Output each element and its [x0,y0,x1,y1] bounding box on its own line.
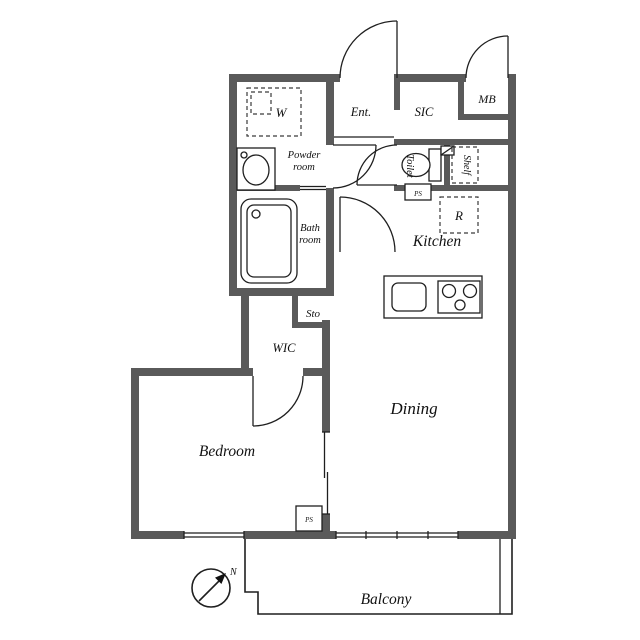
dining-window [335,531,459,539]
vanity-sink-icon [236,147,276,191]
windows [183,531,459,539]
powder-room-label-line1: Powder [287,150,322,161]
shelf-space-icon [451,146,479,184]
kitchen-counter-icon [383,275,483,319]
shoe-in-closet-label: SIC [415,105,434,119]
doors [252,20,509,515]
bedroom-sliding-door [322,431,330,515]
stove-icon [437,280,481,314]
wic-door [252,375,304,427]
bath-room-label-line2: room [299,235,321,246]
pipe-space-1-label: PS [413,190,422,198]
dining-label: Dining [389,399,437,418]
kitchen-label: Kitchen [412,233,461,250]
washer-label: W [276,105,288,120]
walk-in-closet-label: WIC [273,341,297,355]
meter-box-label: MB [477,92,496,106]
kitchen-hall-door [339,196,396,253]
refrigerator-label: R [454,208,463,223]
bedroom-window [183,531,245,539]
powder-room-label-line2: room [293,162,315,173]
bathtub-icon [240,198,298,284]
entrance-label: Ent. [350,105,371,119]
compass-north-label: N [229,567,238,578]
fridge-space-icon [439,196,479,234]
labels: Ent. SIC MB W Powder room Toilet Shelf B… [199,92,496,608]
balcony-label: Balcony [361,591,412,608]
fixtures [236,87,483,532]
toilet-door [356,144,398,186]
kitchen-sink-icon [391,282,427,312]
shelf-label: Shelf [461,155,472,176]
bedroom-label: Bedroom [199,443,255,460]
storage-label: Sto [306,308,321,320]
balcony-outline [244,539,513,615]
powder-room-door [332,144,377,189]
compass-icon: N [191,567,238,608]
pipe-space-2-label: PS [304,516,313,524]
pipe-space-1-box [404,183,432,201]
bath-folding-door [300,185,326,191]
meter-box-door [465,35,509,79]
entrance-door [339,20,398,79]
toilet-label: Toilet [404,154,415,179]
bath-room-label-line1: Bath [300,223,320,234]
paper-holder-icon [440,145,455,156]
toilet-icon [401,148,442,182]
pipe-space-2-box [295,505,323,532]
washer-space-icon [246,87,302,137]
